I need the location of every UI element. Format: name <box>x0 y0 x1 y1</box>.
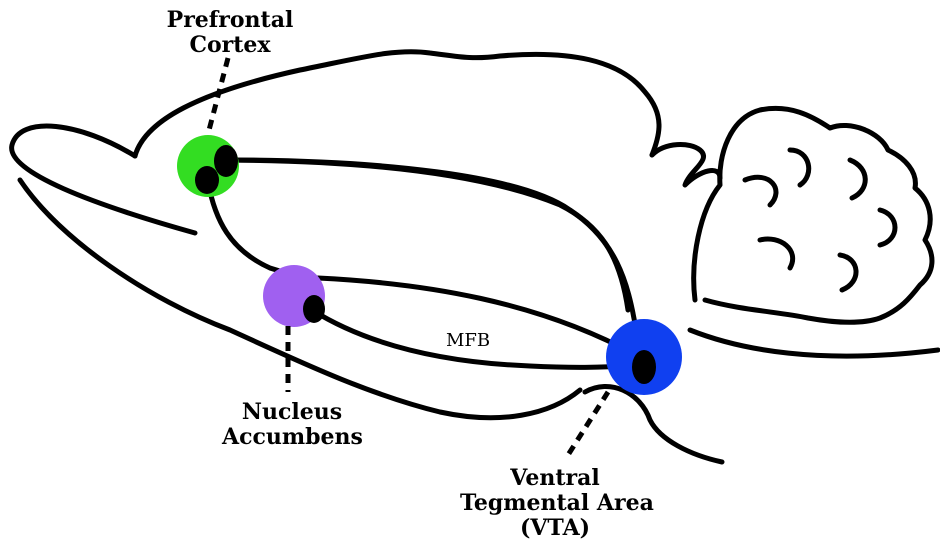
prefrontal-label-line-2: Cortex <box>160 33 300 58</box>
cerebellum-outline <box>694 108 932 322</box>
vta-label: Ventral Tegmental Area (VTA) <box>460 466 650 541</box>
midbrain-notch-outline <box>652 145 720 185</box>
vta-label-line-2: Tegmental Area <box>460 491 650 516</box>
olfactory-bulb-outline <box>12 126 195 233</box>
vta-terminal <box>632 350 656 384</box>
prefrontal-label-line-1: Prefrontal <box>160 8 300 33</box>
nucleus-label-line-2: Accumbens <box>222 425 362 450</box>
pfc-to-nac-pathway <box>208 182 296 276</box>
nac-terminal <box>303 295 325 323</box>
cerebellum-folia <box>745 150 895 290</box>
nucleus-accumbens-label: Nucleus Accumbens <box>222 400 362 450</box>
pfc-terminal-2 <box>195 166 219 194</box>
prefrontal-cortex-label: Prefrontal Cortex <box>160 8 300 58</box>
vta-leader-line <box>568 392 608 455</box>
medulla-outline <box>690 330 938 356</box>
pfc-terminal-1 <box>214 145 238 177</box>
vta-label-line-1: Ventral <box>460 466 650 491</box>
vta-label-line-3: (VTA) <box>460 516 650 541</box>
mfb-label: MFB <box>446 330 490 351</box>
nucleus-label-line-1: Nucleus <box>222 400 362 425</box>
